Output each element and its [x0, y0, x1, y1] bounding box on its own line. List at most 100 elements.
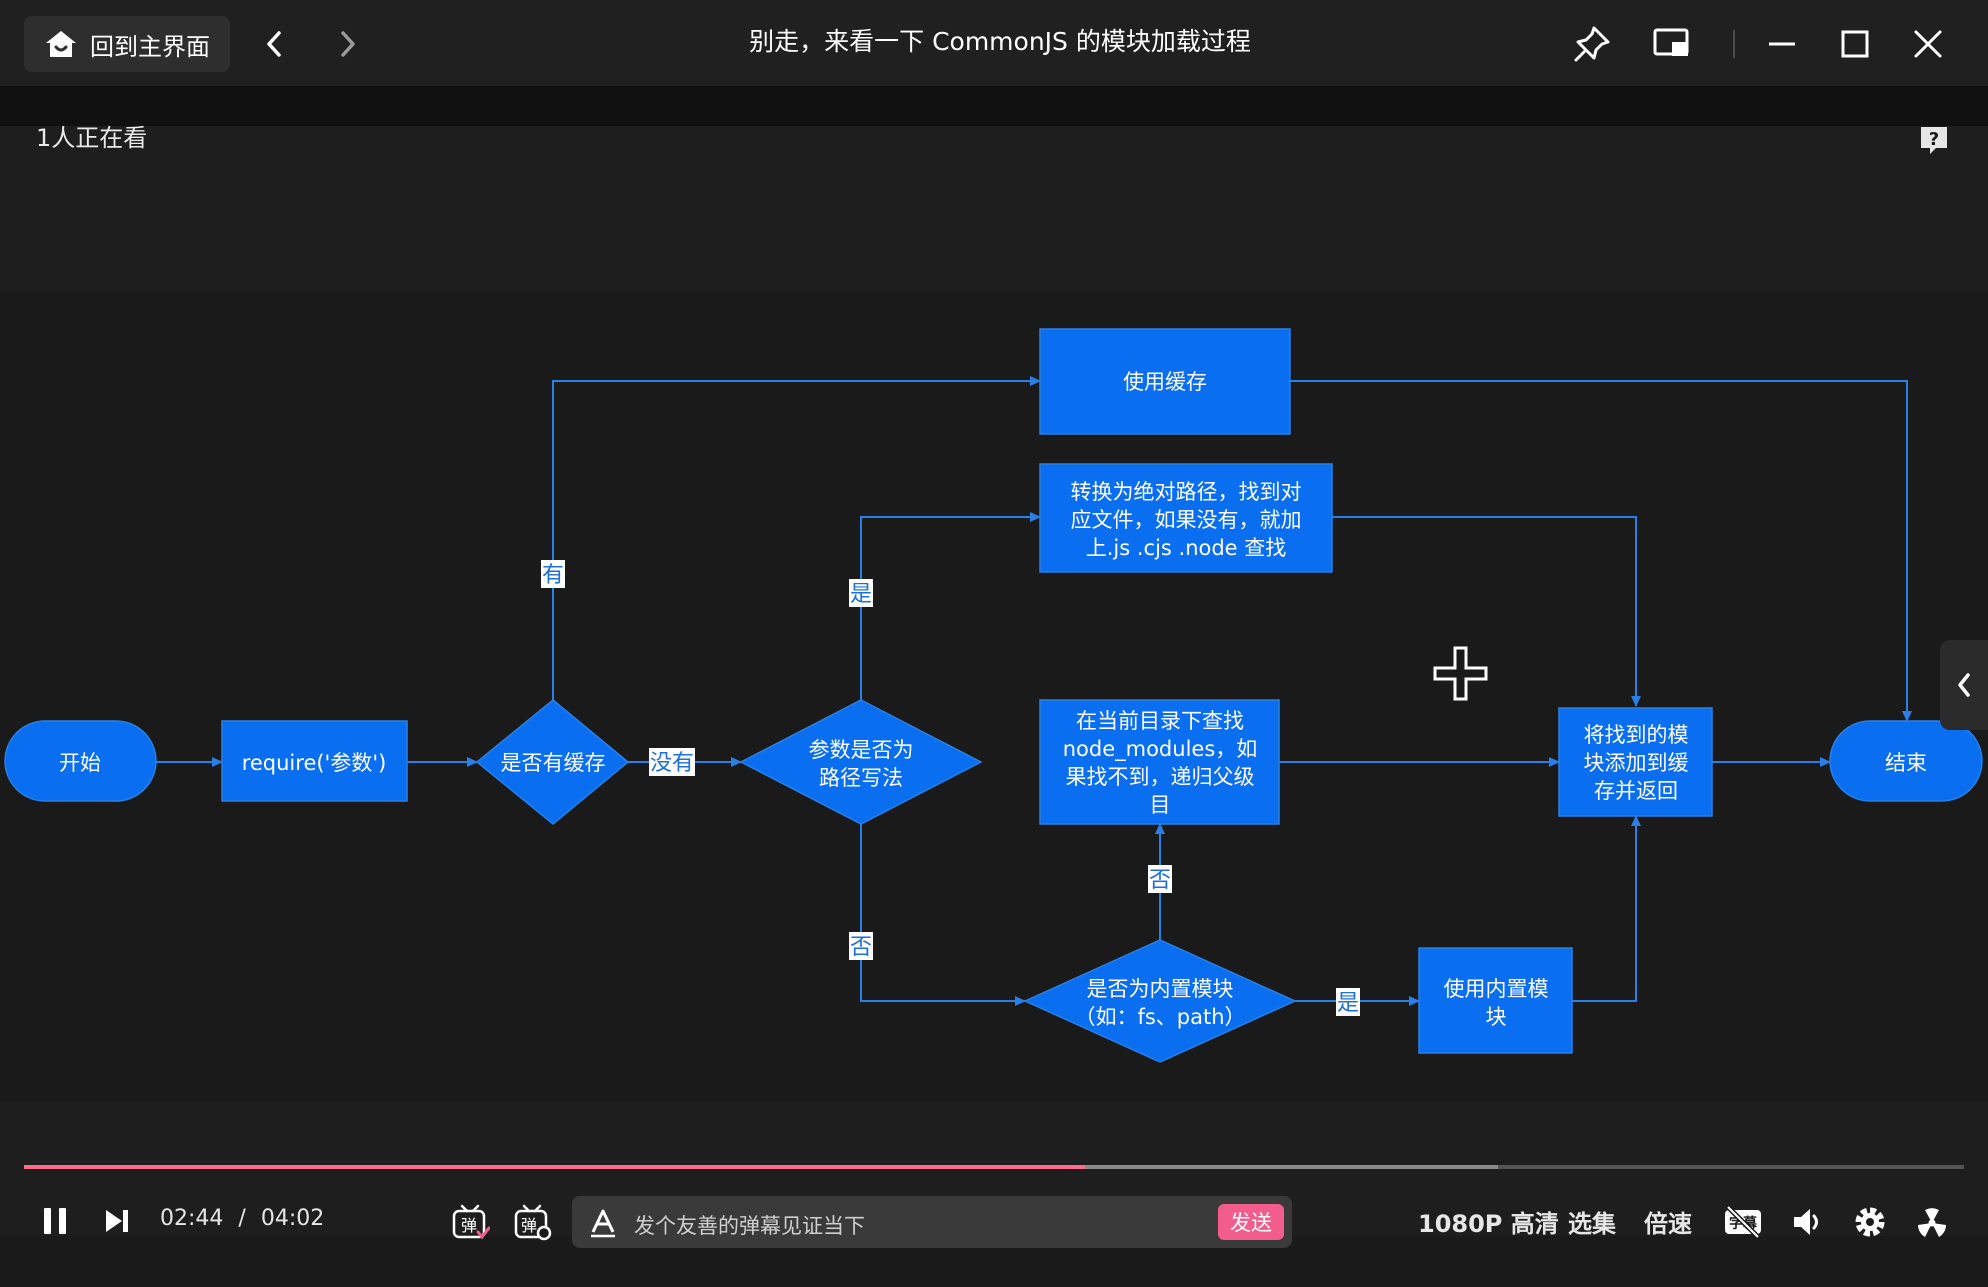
node-start [4, 720, 157, 802]
skip-next-icon [106, 1210, 128, 1232]
maximize-button[interactable] [1833, 22, 1877, 66]
flowchart-node-text: 开始 require('参数') 是否有缓存 使用缓存 参数是否为 路径写法 转… [59, 370, 1927, 1029]
picture-in-picture-icon [1653, 28, 1689, 56]
svg-text:?: ? [1929, 129, 1939, 150]
edge-usebuiltin-add [1572, 815, 1641, 1002]
player-controls: 02:44 / 04:02 弹 弹 发个友善的弹幕见证当下 发送 1080P 高… [0, 1180, 1988, 1262]
node-add-cache-text-2: 块添加到缓 [1584, 751, 1689, 775]
font-style-icon[interactable] [588, 1208, 618, 1238]
pause-icon [44, 1208, 66, 1234]
speed-button[interactable]: 倍速 [1644, 1210, 1692, 1238]
minimize-button[interactable] [1760, 22, 1804, 66]
flowchart-nodes [4, 328, 1983, 1063]
titlebar-separator [1733, 30, 1735, 58]
danmaku-placeholder: 发个友善的弹幕见证当下 [634, 1214, 865, 1238]
node-use-cache [1039, 328, 1291, 435]
volume-button[interactable] [1788, 1200, 1828, 1244]
video-frame-main [0, 292, 1988, 1102]
node-end-text: 结束 [1885, 751, 1927, 775]
node-is-path-text-1: 参数是否为 [809, 738, 914, 762]
current-time: 02:44 [160, 1206, 224, 1231]
node-add-cache [1558, 707, 1713, 817]
quality-button[interactable]: 1080P 高清 [1418, 1210, 1559, 1238]
node-add-cache-text-1: 将找到的模 [1584, 723, 1689, 747]
progress-bar[interactable] [24, 1165, 1964, 1169]
side-panel-toggle[interactable] [1940, 640, 1988, 730]
danmaku-on-icon: 弹 [452, 1204, 490, 1240]
subtitle-toggle-button[interactable]: 字幕 [1720, 1200, 1766, 1244]
node-add-cache-text-3: 存并返回 [1594, 779, 1678, 803]
danmaku-settings-icon: 弹 [514, 1204, 552, 1241]
time-separator: / [238, 1206, 246, 1231]
edge-label-yes-builtin: 是 [1337, 991, 1359, 1016]
close-button[interactable] [1906, 22, 1950, 66]
episodes-button[interactable]: 选集 [1568, 1210, 1616, 1238]
pause-button[interactable] [38, 1202, 72, 1240]
node-start-text: 开始 [59, 751, 101, 775]
node-to-abs-text-3: 上.js .cjs .node 查找 [1086, 536, 1287, 560]
edge-label-has: 有 [542, 563, 564, 588]
settings-button[interactable] [1850, 1200, 1890, 1244]
node-search-dir-text-2: node_modules，如 [1063, 737, 1258, 762]
edge-abs-add [1332, 516, 1641, 707]
forward-button[interactable] [328, 24, 368, 64]
mini-player-button[interactable] [1650, 22, 1694, 66]
edge-path-abs [860, 512, 1041, 700]
edge-label-none: 没有 [650, 751, 694, 776]
chevron-left-icon [267, 31, 281, 57]
question-icon: ? [1921, 127, 1947, 154]
svg-text:弹: 弹 [521, 1216, 537, 1235]
node-require-text: require('参数') [242, 751, 387, 775]
back-button[interactable] [254, 24, 294, 64]
node-search-dir-text-4: 目 [1150, 793, 1171, 817]
edge-use-end [1290, 380, 1912, 722]
home-button-label: 回到主界面 [90, 32, 210, 61]
danmaku-toggle-button[interactable]: 弹 [448, 1200, 492, 1244]
home-button[interactable]: 回到主界面 [24, 16, 230, 72]
node-search-dir-text-3: 果找不到，递归父级 [1066, 765, 1255, 789]
node-require [221, 720, 408, 802]
next-button[interactable] [100, 1202, 134, 1240]
node-end [1829, 720, 1983, 802]
danmaku-settings-button[interactable]: 弹 [510, 1200, 554, 1244]
more-effects-button[interactable] [1912, 1200, 1952, 1244]
edge-cache-use [552, 376, 1041, 700]
close-icon [1914, 30, 1942, 58]
node-to-abs-text-2: 应文件，如果没有，就加 [1071, 508, 1302, 532]
minimize-icon [1769, 42, 1795, 46]
window-title: 别走，来看一下 CommonJS 的模块加载过程 [749, 27, 1251, 56]
node-to-abs-text-1: 转换为绝对路径，找到对 [1071, 480, 1302, 504]
danmaku-input[interactable]: 发个友善的弹幕见证当下 发送 [572, 1196, 1292, 1248]
node-search-dir [1039, 699, 1280, 825]
node-has-cache [475, 699, 630, 825]
pin-icon [1574, 26, 1610, 62]
flowchart-edge-labels: 有 没有 是 否 否 是 [541, 560, 1360, 1016]
maximize-icon [1841, 30, 1869, 58]
video-frame-top [0, 126, 1988, 292]
progress-played [24, 1165, 1086, 1169]
title-bar: 回到主界面 别走，来看一下 CommonJS 的模块加载过程 [0, 0, 1988, 86]
send-button[interactable]: 发送 [1218, 1204, 1284, 1240]
chevron-right-icon [341, 31, 355, 57]
node-use-builtin-text-1: 使用内置模 [1444, 977, 1549, 1001]
node-use-cache-text: 使用缓存 [1123, 370, 1207, 394]
home-icon [46, 31, 76, 57]
edge-path-builtin [860, 824, 1026, 1006]
node-is-builtin-text-1: 是否为内置模块 [1087, 977, 1234, 1001]
radiation-icon [1918, 1208, 1946, 1237]
svg-text:弹: 弹 [461, 1216, 477, 1235]
edge-label-no-path: 否 [850, 935, 872, 960]
node-use-builtin [1418, 947, 1573, 1054]
help-button[interactable]: ? [1918, 124, 1950, 156]
node-to-abs [1039, 463, 1333, 573]
crosshair-cursor-icon [1433, 646, 1488, 701]
pin-button[interactable] [1570, 22, 1614, 66]
node-is-path-text-2: 路径写法 [819, 766, 903, 790]
node-has-cache-text: 是否有缓存 [501, 751, 606, 775]
node-use-builtin-text-2: 块 [1486, 1005, 1507, 1029]
flowchart-connectors [156, 376, 1912, 1006]
volume-icon [1794, 1209, 1818, 1235]
edge-label-yes-path: 是 [850, 582, 872, 607]
total-time: 04:02 [260, 1206, 325, 1231]
